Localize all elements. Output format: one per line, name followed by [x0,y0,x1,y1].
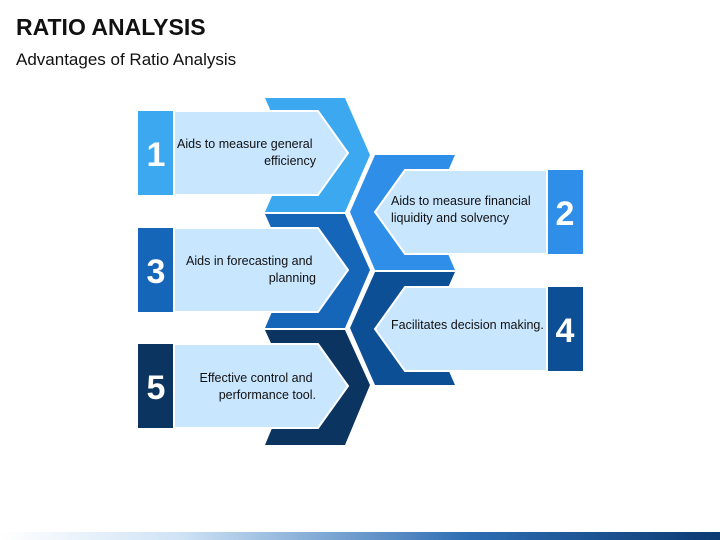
step-3-number-tab [138,228,174,312]
step-3-line-1: Aids in forecasting and [186,254,313,268]
step-5-panel [173,343,350,429]
step-5-line-2: performance tool. [219,388,316,402]
step-3-number: 3 [147,253,166,291]
bottom-accent-bar [0,532,720,540]
step-5-number: 5 [147,369,166,407]
step-2-number-tab [547,170,583,254]
step-2-text: Aids to measure financial liquidity and … [391,194,534,225]
step-4-line-1: Facilitates decision making. [391,318,544,332]
step-2-line-2: liquidity and solvency [391,211,510,225]
step-1-panel [173,110,350,196]
step-2-line-1: Aids to measure financial [391,194,531,208]
step-5: 5 Effective control and performance tool… [138,330,370,445]
step-5-number-tab [138,344,174,428]
step-3-text: Aids in forecasting and planning [186,254,316,285]
step-4-panel [373,286,548,372]
step-5-line-1: Effective control and [199,371,312,385]
step-1-number: 1 [147,136,166,174]
slide-title: RATIO ANALYSIS [16,14,206,40]
step-3-panel [173,227,350,313]
step-4-number: 4 [556,312,575,350]
step-4-text: Facilitates decision making. [391,318,544,332]
step-4: 4 Facilitates decision making. [350,272,583,385]
step-2-number: 2 [556,195,575,233]
step-2: 2 Aids to measure financial liquidity an… [350,155,583,270]
step-1-number-tab [138,111,174,195]
step-3: 3 Aids in forecasting and planning [138,214,370,328]
step-1: 1 Aids to measure general efficiency [138,98,370,212]
step-1-text: Aids to measure general efficiency [177,137,317,168]
step-1-line-1: Aids to measure general [177,137,313,151]
step-3-line-2: planning [269,271,316,285]
slide-subtitle: Advantages of Ratio Analysis [16,50,237,69]
step-5-text: Effective control and performance tool. [199,371,316,402]
step-1-line-2: efficiency [264,154,317,168]
step-2-panel [373,169,548,255]
step-4-number-tab [547,287,583,371]
